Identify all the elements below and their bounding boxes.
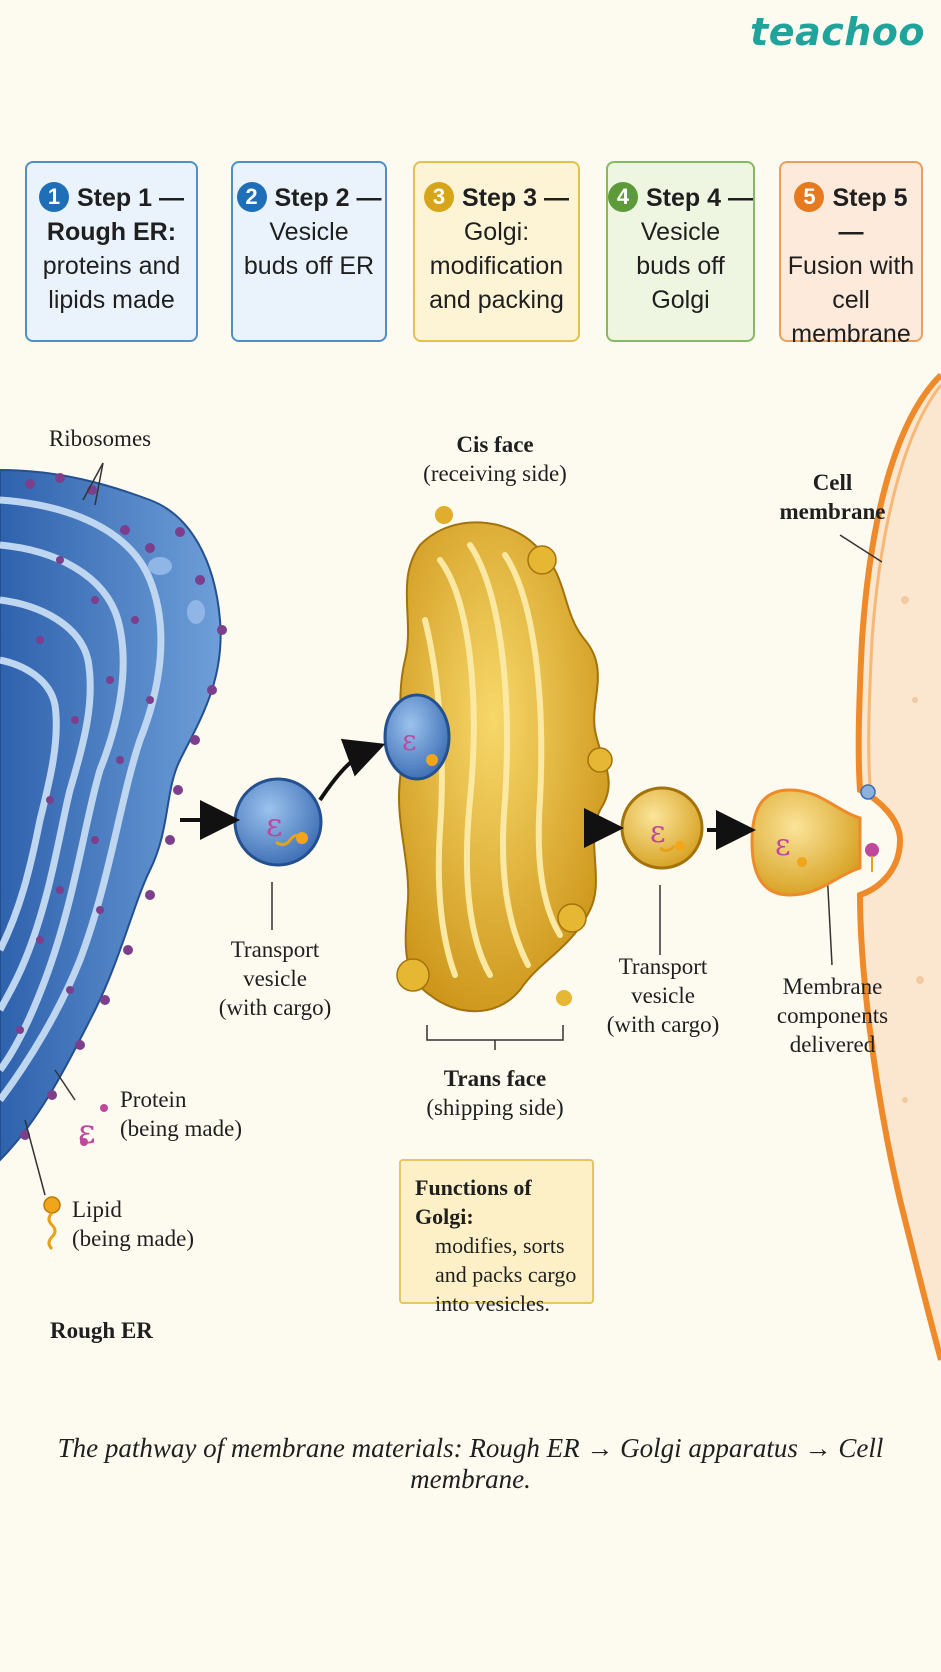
step-1-line-2: proteins and — [42, 252, 181, 280]
membrane-components-leader — [826, 869, 833, 966]
membrane-components-label: Membrane components delivered — [770, 972, 895, 1059]
step-3-line-2: modification — [429, 252, 564, 280]
svg-text:ε: ε — [775, 828, 791, 863]
rough-er-label: Rough ER — [50, 1318, 153, 1343]
membrane-components-line-3: delivered — [789, 1032, 876, 1057]
lipid-leader — [24, 1119, 46, 1196]
svg-text:ε: ε — [650, 815, 666, 850]
golgi-functions-line-1: modifies, sorts — [435, 1233, 565, 1258]
lipid-subtitle: (being made) — [72, 1226, 194, 1251]
step-2-line-2: buds off ER — [243, 252, 375, 280]
protein-leader — [54, 1069, 76, 1101]
cell-membrane — [855, 372, 941, 1361]
protein-label: Protein (being made) — [120, 1085, 250, 1143]
trans-face-title: Trans face — [443, 1066, 547, 1091]
protein-subtitle: (being made) — [120, 1116, 242, 1141]
transport-vesicle-2-line-3: (with cargo) — [606, 1012, 720, 1037]
golgi-functions-line-3: into vesicles. — [435, 1291, 550, 1316]
ribosomes-leader-2 — [82, 462, 104, 501]
ribosomes-leader-1 — [94, 462, 104, 506]
step-3-number: 3 — [424, 182, 454, 212]
step-4-line-1: Vesicle — [640, 218, 721, 246]
membrane-components-line-2: components — [776, 1003, 889, 1028]
step-4-line-2: buds off Golgi — [636, 252, 725, 314]
step-4-box: 4 Step 4 — Vesicle buds off Golgi — [606, 161, 755, 342]
rough-er — [0, 468, 227, 1162]
trans-face-label: Trans face (shipping side) — [420, 1064, 570, 1122]
svg-text:ε: ε — [402, 724, 417, 757]
step-2-number: 2 — [236, 182, 267, 212]
fusing-vesicle: ε — [750, 784, 879, 897]
transport-vesicle-2-label: Transport vesicle (with cargo) — [598, 952, 728, 1039]
transport-vesicle-1-label: Transport vesicle (with cargo) — [210, 935, 340, 1022]
lipid-title: Lipid — [72, 1197, 122, 1222]
svg-text:ε: ε — [266, 806, 283, 844]
step-5-line-3: membrane — [791, 320, 911, 348]
golgi-apparatus: ε — [383, 506, 613, 1013]
step-2-line-1: Vesicle — [269, 218, 349, 246]
golgi-functions-note: Functions of Golgi: modifies, sorts and … — [399, 1159, 594, 1316]
figure-caption: The pathway of membrane materials: Rough… — [57, 1433, 884, 1494]
step-3-line-3: and packing — [429, 286, 564, 314]
protein-title: Protein — [120, 1087, 187, 1112]
lipid-icon — [43, 1196, 61, 1251]
arrows — [180, 738, 756, 850]
step-1-box: 1 Step 1 — Rough ER: proteins and lipids … — [25, 161, 198, 342]
membrane-components-line-1: Membrane — [782, 974, 883, 999]
transport-vesicle-1-line-3: (with cargo) — [218, 995, 332, 1020]
step-5-line-1: Fusion with — [787, 252, 915, 280]
step-3-title: Step 3 — — [462, 184, 569, 212]
transport-vesicle-1-line-2: vesicle — [243, 966, 307, 991]
cell-membrane-line-1: Cell — [812, 470, 853, 495]
step-4-number: 4 — [608, 182, 638, 212]
step-1-number: 1 — [39, 182, 69, 212]
step-5-line-2: cell — [832, 286, 870, 314]
transport-vesicle-1: ε — [233, 777, 323, 867]
cell-membrane-label: Cell membrane — [775, 468, 890, 526]
trans-face-subtitle: (shipping side) — [426, 1095, 564, 1120]
step-3-box: 3 Step 3 — Golgi: modification and packin… — [413, 161, 580, 342]
step-1-title: Step 1 — — [77, 184, 184, 212]
teachoo-logo: teachoo — [750, 10, 925, 54]
trans-face-bracket — [426, 1025, 564, 1041]
step-4-title: Step 4 — — [646, 184, 753, 212]
transport-vesicle-2-line-2: vesicle — [631, 983, 695, 1008]
lipid-label: Lipid (being made) — [72, 1195, 202, 1253]
cell-membrane-leader — [839, 534, 883, 563]
cis-face-title: Cis face — [456, 432, 534, 457]
cell-membrane-line-2: membrane — [779, 499, 886, 524]
step-5-number: 5 — [794, 182, 825, 212]
golgi-functions-line-2: and packs cargo — [435, 1262, 577, 1287]
step-1-line-3: lipids made — [48, 286, 175, 314]
step-5-title: Step 5 — — [832, 184, 908, 246]
protein-icon: ε — [78, 1104, 108, 1152]
arrow-vesicle-to-golgi — [318, 738, 386, 802]
cis-face-label: Cis face (receiving side) — [420, 430, 570, 488]
transport-vesicle-2: ε — [620, 786, 704, 870]
cis-face-subtitle: (receiving side) — [423, 461, 567, 486]
transport-vesicle-2-line-1: Transport — [618, 954, 708, 979]
ribosomes-label: Ribosomes — [48, 426, 152, 451]
step-2-title: Step 2 — — [274, 184, 382, 212]
step-1-line-1: Rough ER: — [46, 218, 177, 246]
step-3-line-1: Golgi: — [463, 218, 530, 246]
golgi-functions-title: Functions of Golgi: — [415, 1175, 532, 1229]
transport-vesicle-1-line-1: Transport — [230, 937, 320, 962]
svg-text:ε: ε — [78, 1112, 96, 1152]
